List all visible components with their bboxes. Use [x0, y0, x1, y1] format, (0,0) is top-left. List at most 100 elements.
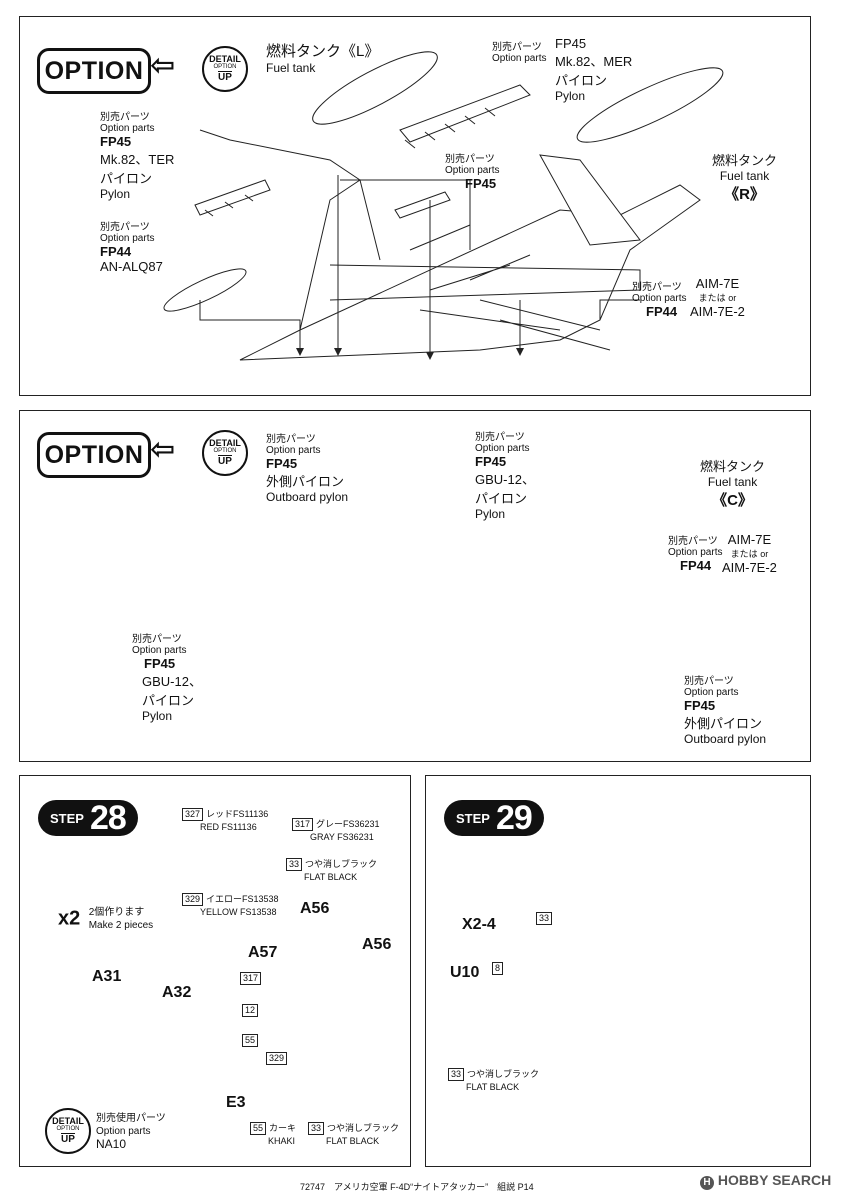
ob-top-name: 外側パイロン [266, 474, 345, 489]
step-29-badge: STEP 29 [444, 798, 544, 837]
option-badge: OPTION [37, 48, 151, 94]
khaki-en: KHAKI [268, 1136, 296, 1146]
part-e3: E3 [226, 1094, 246, 1111]
x2-mark: x2 [58, 907, 81, 930]
gbu-top-code: FP45 [475, 454, 507, 469]
aim-label-top: 別売パーツ Option parts FP44 [632, 278, 686, 319]
gbu-left-code: FP45 [144, 656, 176, 671]
gbu-top-jp2: Option parts [475, 443, 530, 454]
mer-jp1: 別売パーツ [492, 42, 542, 53]
color-num-33: 33 [286, 858, 303, 871]
color-327-en: RED FS11136 [200, 822, 257, 832]
x2-en: Make 2 pieces [88, 920, 154, 931]
aim2-name2: AIM-7E-2 [722, 560, 777, 575]
aim-names-mid: AIM-7E または or AIM-7E-2 [722, 532, 777, 575]
color-num-329b: 329 [266, 1052, 288, 1065]
aim1-name2: AIM-7E-2 [690, 304, 745, 319]
alq-code: FP44 [100, 244, 132, 259]
aim2-jp1: 別売パーツ [668, 536, 718, 547]
option-panel-middle [19, 410, 811, 762]
ob-right-en: Outboard pylon [684, 732, 767, 746]
aim2-jp2: Option parts [668, 547, 723, 558]
step-29-number: 29 [495, 798, 533, 837]
gbu-left-label: 別売パーツ Option parts FP45 GBU-12、 パイロン Pyl… [132, 630, 202, 723]
aim-label-mid: 別売パーツ Option parts FP44 [668, 532, 722, 573]
aim2-or-en: or [760, 549, 769, 559]
part-a32: A32 [162, 984, 192, 1001]
ob-top-jp2: Option parts [266, 445, 321, 456]
option-badge-2: OPTION [37, 432, 151, 478]
aim2-name1: AIM-7E [727, 532, 772, 547]
gbu-top-jp1: 別売パーツ [475, 432, 525, 443]
option-parts-note: 別売使用パーツ Option parts NA10 [96, 1112, 166, 1151]
part-u10: U10 [450, 964, 480, 981]
fuel-tank-c-tag: 《C》 [712, 492, 753, 509]
ob-right-jp2: Option parts [684, 687, 739, 698]
center-pylon-label: 別売パーツ Option parts FP45 [445, 150, 499, 191]
step-29-word: STEP [456, 810, 490, 826]
detail3-l2: OPTION [56, 1126, 80, 1132]
flat28-jp: つや消しブラック [327, 1123, 400, 1133]
color-329-jp: イエローFS13538 [206, 894, 279, 904]
gbu-left-jp2: Option parts [132, 645, 187, 656]
detail3-l1: DETAIL [52, 1116, 84, 1126]
gbu-top-en: Pylon [475, 507, 506, 521]
color-num-329: 329 [182, 893, 204, 906]
fuel-tank-r-label: 燃料タンク Fuel tank 《R》 [712, 150, 777, 204]
outboard-right-label: 別売パーツ Option parts FP45 外側パイロン Outboard … [684, 672, 766, 746]
aim1-code: FP44 [646, 304, 678, 319]
color-num-8: 8 [492, 962, 504, 975]
color-33-jp: つや消しブラック [305, 859, 378, 869]
ter-jp1: 別売パーツ [100, 112, 150, 123]
color-327-jp: レッドFS11136 [206, 809, 269, 819]
color-num-12: 12 [242, 1004, 259, 1017]
mer-jp2: Option parts [492, 53, 547, 64]
flat28-num: 33 [308, 1122, 325, 1135]
detail-up-badge-2: DETAIL OPTION UP [202, 430, 248, 476]
aim2-or-jp: または [730, 549, 758, 559]
color-num-33-29: 33 [536, 912, 553, 925]
flat28-en: FLAT BLACK [326, 1136, 380, 1146]
detail2-l2: OPTION [213, 448, 237, 454]
gbu-top-name: GBU-12、 [475, 472, 535, 487]
flat29-jp: つや消しブラック [467, 1069, 540, 1079]
part-x2-4: X2-4 [462, 916, 496, 933]
callout-part-a56: A56 [300, 900, 330, 917]
alq-name: AN-ALQ87 [100, 259, 163, 274]
aim1-name1: AIM-7E [695, 276, 740, 291]
option-badge-2-label: OPTION [44, 440, 144, 469]
aim1-jp1: 別売パーツ [632, 282, 682, 293]
flat29-num: 33 [448, 1068, 465, 1081]
fuel-tank-r-jp: 燃料タンク [712, 153, 778, 168]
mer-name: Mk.82、MER [555, 54, 633, 69]
make-two-note: x2 2個作ります Make 2 pieces [58, 906, 153, 932]
ter-code: FP45 [100, 134, 132, 149]
swap-arrow-icon: ⇦ [150, 433, 176, 466]
color-33-en: FLAT BLACK [304, 872, 358, 882]
color-329-en: YELLOW FS13538 [200, 907, 277, 917]
gbu-top-jp3: パイロン [475, 491, 528, 506]
ob-top-jp1: 別売パーツ [266, 434, 316, 445]
optuse-jp: 別売使用パーツ [96, 1113, 166, 1124]
gbu-left-jp3: パイロン [142, 693, 195, 708]
gbu-top-label: 別売パーツ Option parts FP45 GBU-12、 パイロン Pyl… [475, 428, 535, 521]
part-a56: A56 [362, 936, 392, 953]
ter-label: 別売パーツ Option parts FP45 Mk.82、TER パイロン P… [100, 108, 174, 201]
fuel-tank-l-label: 燃料タンク《L》 Fuel tank [266, 40, 379, 75]
center-code: FP45 [465, 176, 497, 191]
fuel-tank-c-label: 燃料タンク Fuel tank 《C》 [700, 456, 765, 510]
hobby-search-logo: H HOBBY SEARCH [700, 1172, 831, 1190]
aim-names-top: AIM-7E または or AIM-7E-2 [690, 276, 745, 319]
alq-jp1: 別売パーツ [100, 222, 150, 233]
aim1-or-en: or [728, 293, 737, 303]
hobby-search-icon: H [700, 1176, 714, 1190]
color-num-317: 317 [292, 818, 314, 831]
color-317-en: GRAY FS36231 [310, 832, 374, 842]
detail2-l1: DETAIL [209, 438, 241, 448]
part-a57: A57 [248, 944, 278, 961]
